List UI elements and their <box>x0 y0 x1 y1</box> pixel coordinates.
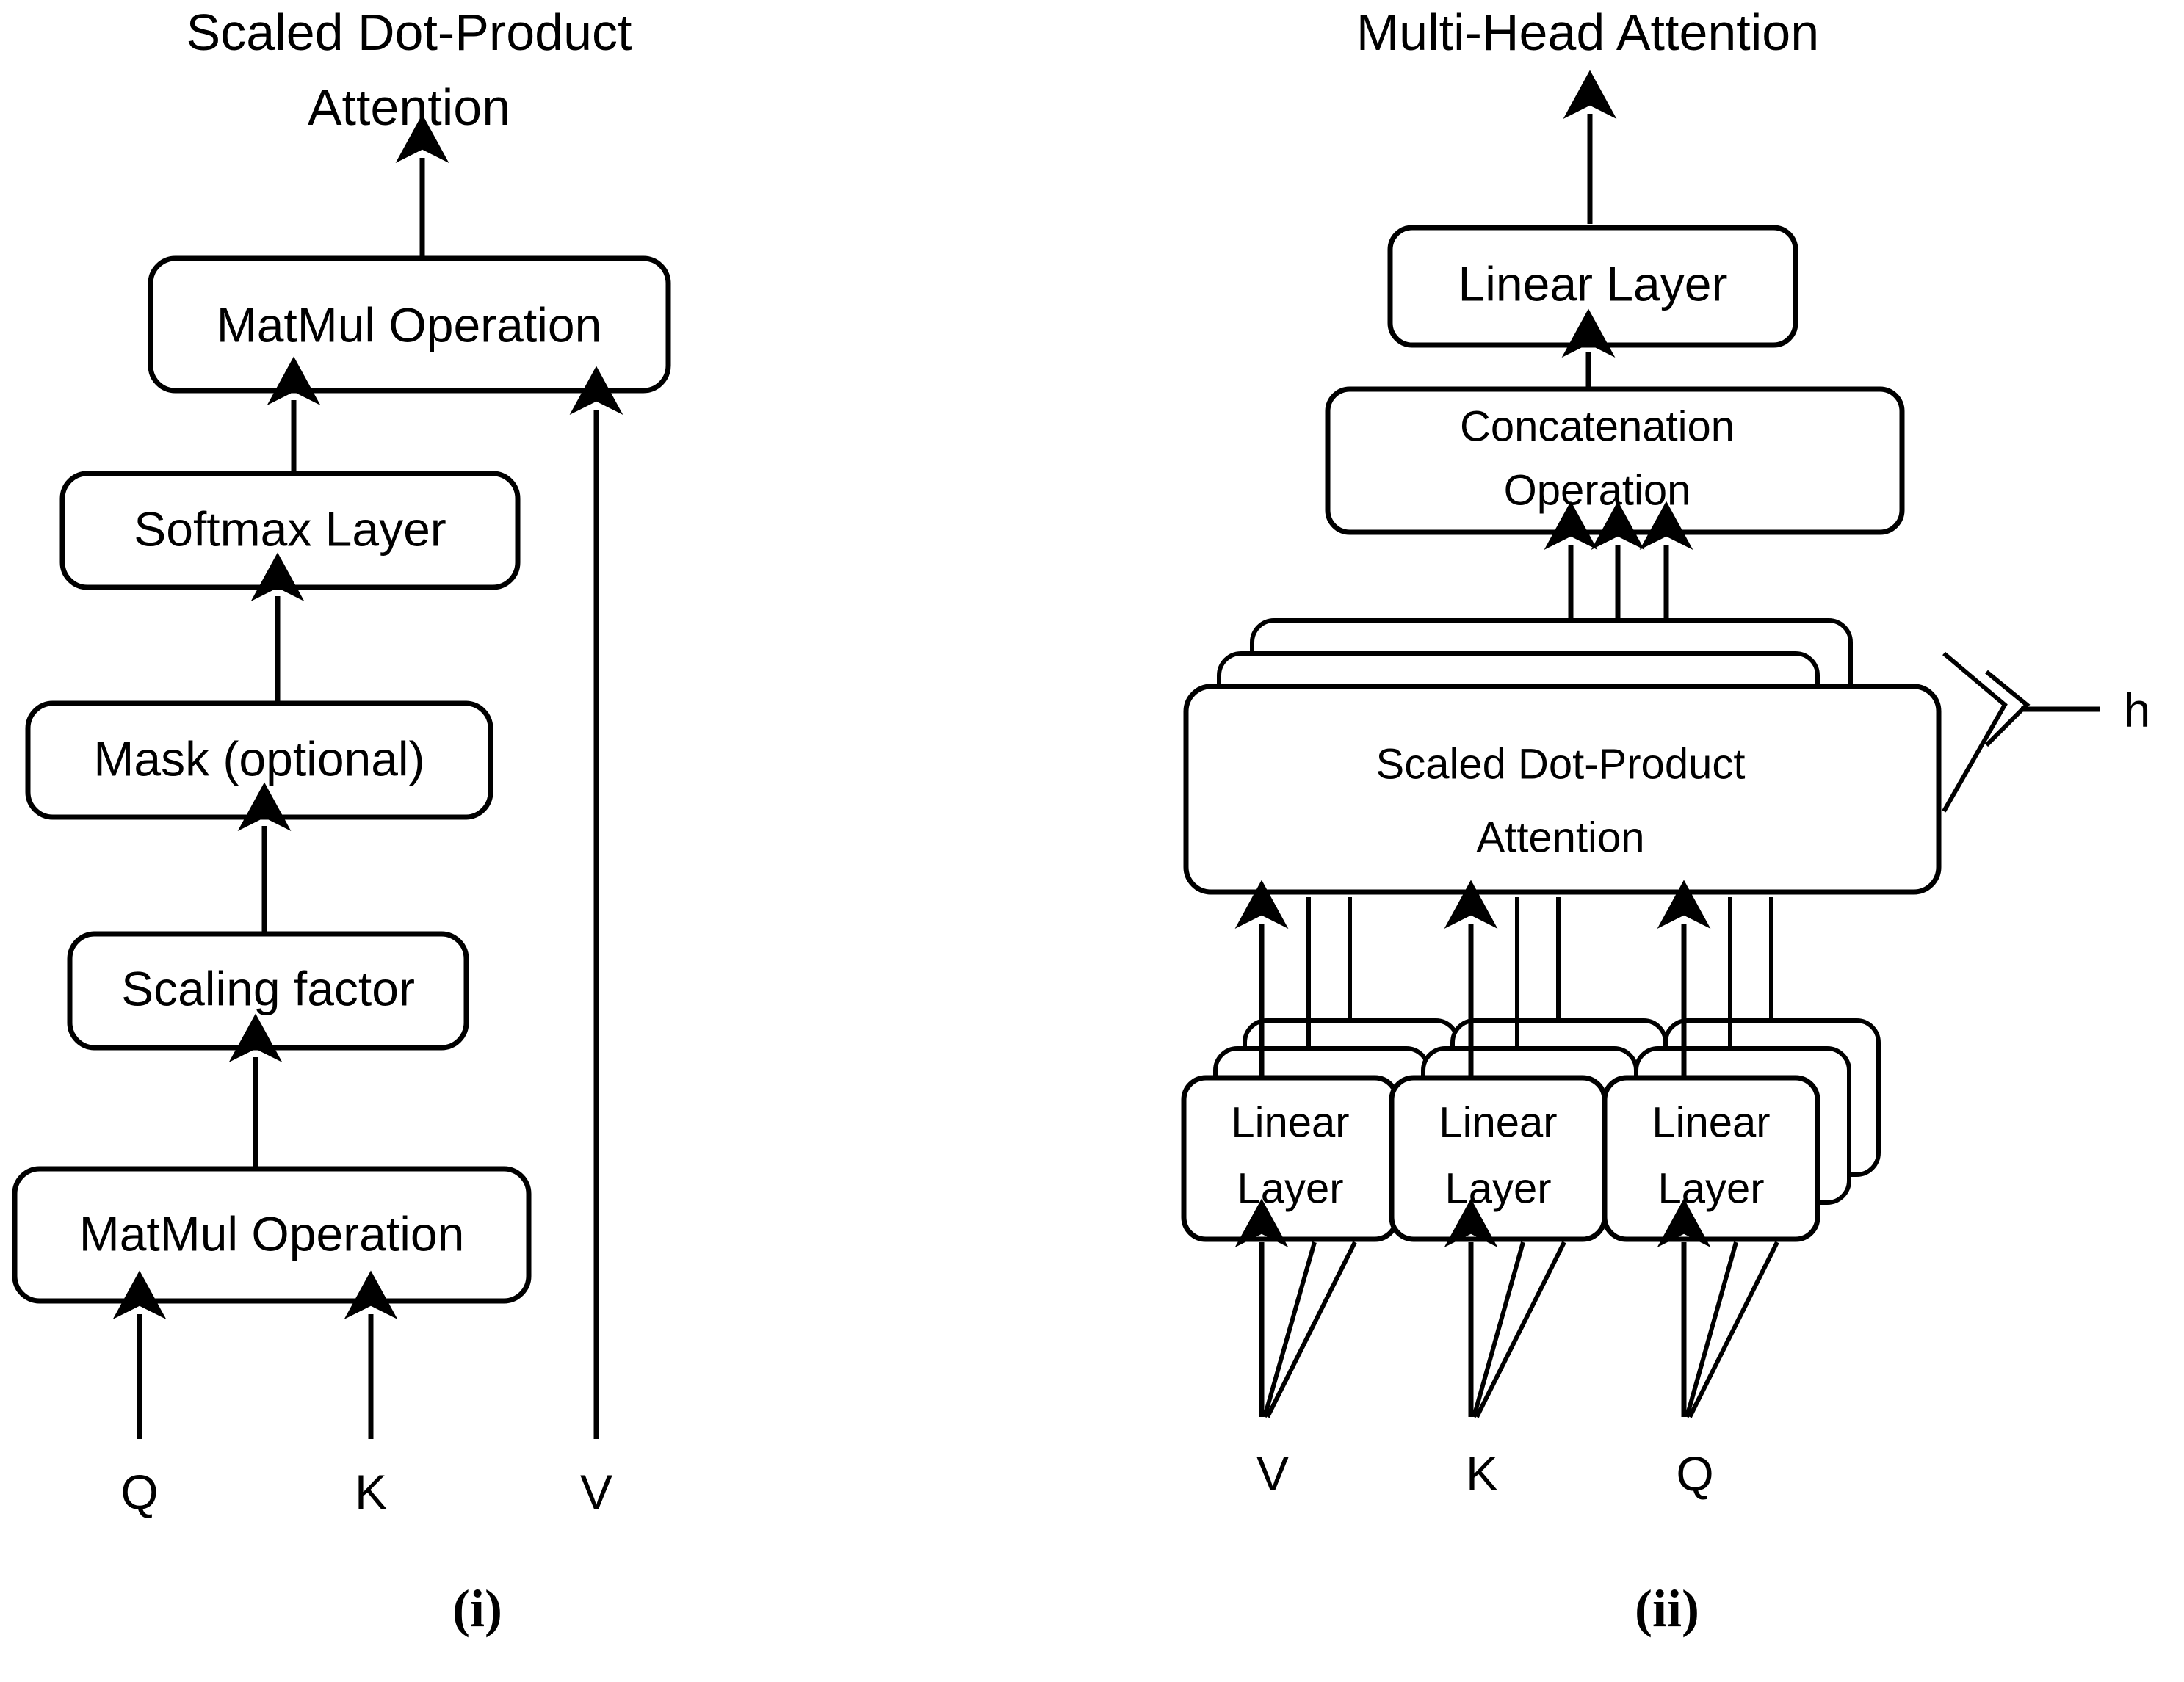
input-v-label-panel-i: V <box>580 1465 612 1519</box>
linear-stack-q: Linear Layer Q <box>1602 880 1881 1501</box>
block-concat-label-line2: Operation <box>1504 466 1691 514</box>
input-k-label-panel-i: K <box>355 1465 387 1519</box>
panel-i-title-line2: Attention <box>308 79 510 136</box>
block-concat-label-line1: Concatenation <box>1460 402 1735 450</box>
block-sdpa-label-line1: Scaled Dot-Product <box>1376 740 1746 788</box>
input-q-label-panel-i: Q <box>120 1465 158 1519</box>
input-q-panel-i: Q <box>112 1270 167 1519</box>
input-k-label-panel-ii: K <box>1466 1446 1498 1501</box>
linear-stack-v: Linear Layer V <box>1181 880 1460 1501</box>
block-matmul-bottom[interactable]: MatMul Operation <box>12 1166 532 1304</box>
head-count-brace: h <box>1942 651 2151 813</box>
block-softmax-layer-label: Softmax Layer <box>134 501 446 556</box>
panel-i-title-line1: Scaled Dot-Product <box>187 4 632 61</box>
head-count-label: h <box>2124 683 2151 737</box>
linear-stack-k: Linear Layer K <box>1389 880 1668 1501</box>
caption-panel-ii: (ii) <box>1635 1579 1699 1638</box>
block-sdpa-front[interactable]: Scaled Dot-Product Attention <box>1183 684 1942 895</box>
panel-scaled-dot-product-attention: Scaled Dot-Product Attention MatMul Oper… <box>12 4 671 1638</box>
block-concatenation-operation[interactable]: Concatenation Operation <box>1325 386 1905 535</box>
input-k-panel-i: K <box>344 1270 398 1519</box>
block-matmul-top[interactable]: MatMul Operation <box>148 255 671 394</box>
caption-panel-i: (i) <box>452 1579 502 1638</box>
block-linear-layer-v-line1: Linear <box>1231 1098 1349 1146</box>
panel-multi-head-attention: Multi-Head Attention Linear Layer Concat… <box>1181 4 2151 1638</box>
block-linear-layer-k-line2: Layer <box>1444 1164 1551 1212</box>
block-linear-layer-v-line2: Layer <box>1237 1164 1343 1212</box>
block-mask-optional[interactable]: Mask (optional) <box>25 700 493 820</box>
block-linear-layer-v[interactable]: Linear Layer <box>1181 1075 1400 1242</box>
block-mask-optional-label: Mask (optional) <box>93 731 424 786</box>
input-v-label-panel-ii: V <box>1256 1446 1289 1501</box>
block-scaling-factor-label: Scaling factor <box>121 961 415 1015</box>
block-linear-layer-k[interactable]: Linear Layer <box>1389 1075 1608 1242</box>
input-v-panel-i: V <box>569 366 623 1519</box>
block-linear-layer-k-line1: Linear <box>1439 1098 1557 1146</box>
block-sdpa-label-line2: Attention <box>1477 813 1645 861</box>
block-linear-layer-q-line1: Linear <box>1652 1098 1770 1146</box>
block-linear-layer-q-line2: Layer <box>1657 1164 1764 1212</box>
block-scaling-factor[interactable]: Scaling factor <box>67 931 469 1051</box>
panel-ii-title: Multi-Head Attention <box>1356 4 1819 61</box>
block-linear-layer-q[interactable]: Linear Layer <box>1602 1075 1820 1242</box>
block-matmul-top-label: MatMul Operation <box>217 297 602 352</box>
block-softmax-layer[interactable]: Softmax Layer <box>59 471 521 590</box>
input-q-label-panel-ii: Q <box>1676 1446 1713 1501</box>
block-linear-layer-output-label: Linear Layer <box>1458 256 1728 311</box>
block-linear-layer-output[interactable]: Linear Layer <box>1387 225 1798 348</box>
block-matmul-bottom-label: MatMul Operation <box>79 1206 465 1261</box>
